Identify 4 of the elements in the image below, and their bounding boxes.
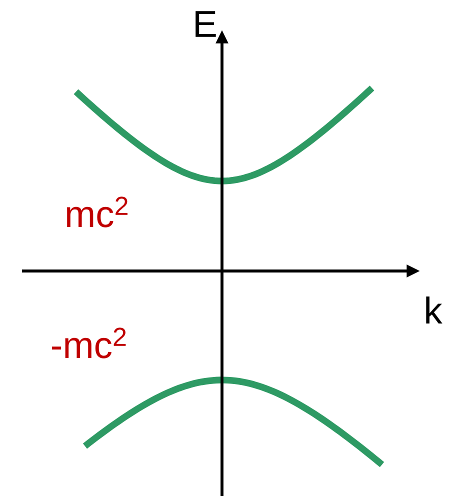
energy-gap-label: -mc$^{2}$ xyxy=(52,328,126,358)
axis-label: k xyxy=(426,296,442,324)
axis-label: E xyxy=(196,11,216,37)
energy-gap-label: mc$^{2}$ xyxy=(67,196,128,228)
